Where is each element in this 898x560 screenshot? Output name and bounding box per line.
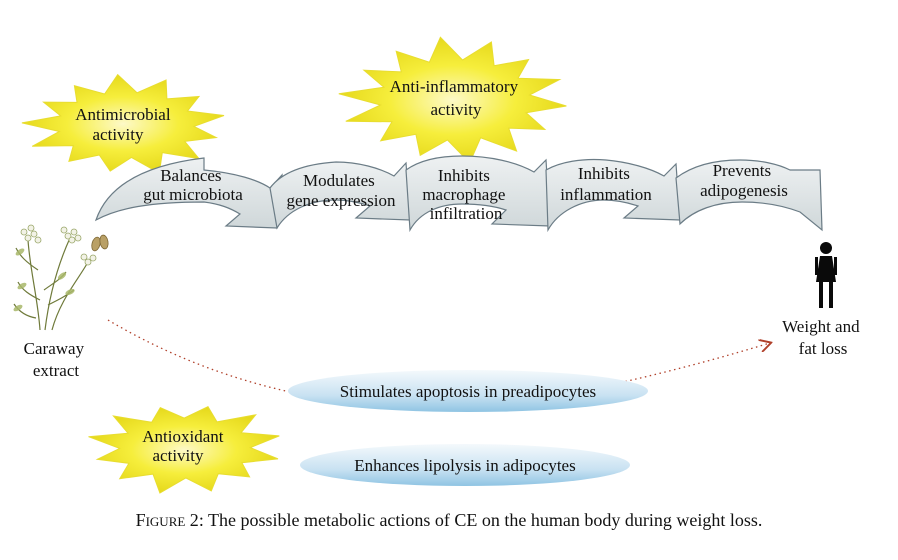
antimicrobial-burst (21, 73, 225, 174)
step-label-1: Balances gut microbiota (143, 166, 243, 204)
step-label-5: Prevents adipogenesis (700, 161, 788, 200)
step-arrow-3 (405, 155, 551, 233)
step-arrow-4 (545, 158, 681, 233)
source-label: Caraway extract (24, 339, 89, 380)
antioxidant-burst (88, 406, 280, 494)
apoptosis-pill (288, 370, 648, 412)
anti-inflammatory-burst (338, 36, 567, 164)
figure-caption-text: : The possible metabolic actions of CE o… (198, 510, 763, 530)
figure-caption: Figure 2: The possible metabolic actions… (0, 510, 898, 531)
step-label-4: Inhibits inflammation (560, 164, 652, 204)
antimicrobial-label: Antimicrobial activity (75, 105, 175, 144)
lipolysis-label: Enhances lipolysis in adipocytes (354, 456, 575, 475)
step-arrow-5 (675, 159, 823, 232)
step-label-3: Inhibits macrophage infiltration (422, 166, 509, 223)
woman-icon (815, 242, 837, 308)
step-arrows (94, 155, 823, 233)
step-arrow-2 (269, 161, 411, 230)
lipolysis-pill (300, 444, 630, 486)
figure-caption-label: Figure 2 (135, 510, 199, 530)
anti-inflammatory-label: Anti-inflammatory activity (390, 77, 523, 119)
step-label-2: Modulates gene expression (286, 171, 396, 210)
outcome-label: Weight and fat loss (782, 317, 864, 358)
antioxidant-label: Antioxidant activity (142, 427, 227, 465)
caraway-plant-illustration (13, 224, 109, 331)
apoptosis-label: Stimulates apoptosis in preadipocytes (340, 382, 596, 401)
